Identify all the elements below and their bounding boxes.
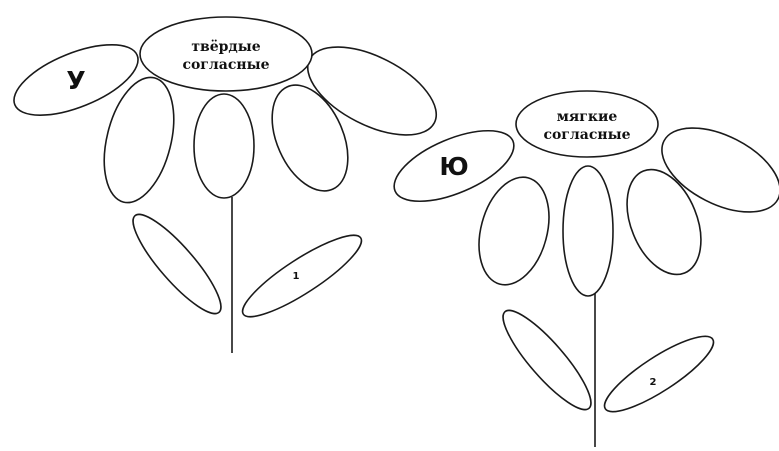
petal-letter: Ю [439, 152, 468, 181]
petal-letter: У [66, 66, 85, 95]
leaf-number: 1 [293, 271, 300, 282]
left-leaf [492, 301, 602, 420]
center-label-line1: мягкие [557, 109, 618, 125]
petal [563, 166, 613, 296]
leaf-number: 2 [650, 377, 657, 388]
center-label-line2: согласные [543, 127, 630, 143]
petal [468, 169, 560, 292]
right-leaf [596, 325, 722, 423]
petal [194, 94, 254, 198]
left-leaf [122, 205, 232, 324]
right-leaf [234, 224, 370, 329]
center-label-line2: согласные [182, 57, 269, 73]
center-label-line1: твёрдые [191, 39, 260, 55]
